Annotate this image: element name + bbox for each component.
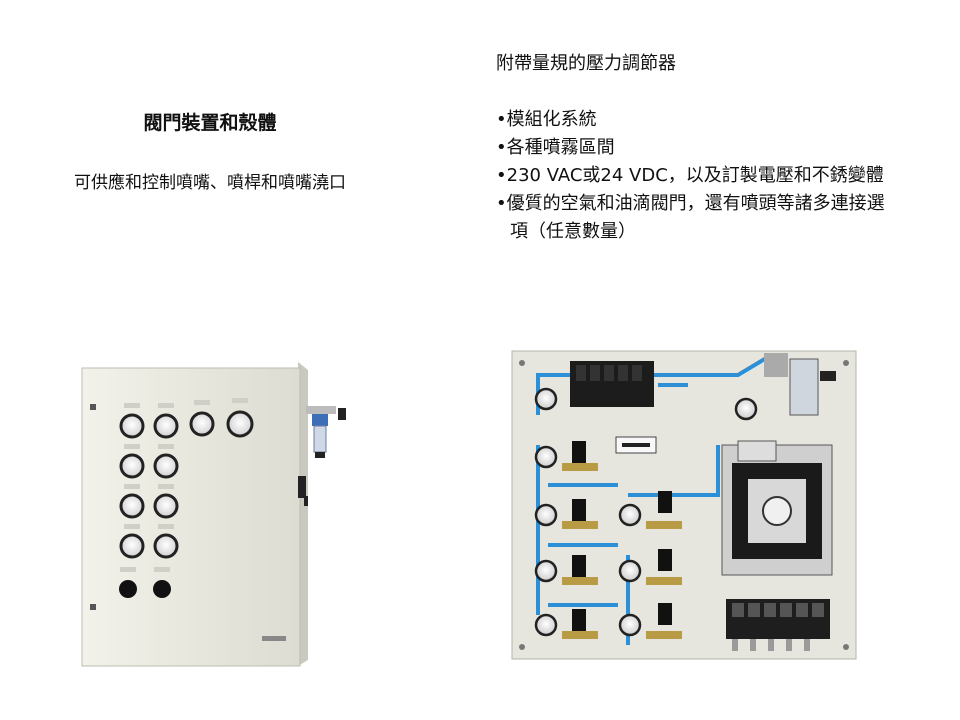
right-caption: 附帶量規的壓力調節器 •模組化系統 •各種噴霧區間 •230 VAC或24 VD… — [496, 50, 896, 246]
valve-housing-title: 閥門裝置和殼體 — [143, 112, 277, 134]
regulator-heading: 附帶量規的壓力調節器 — [496, 53, 676, 74]
enclosure-cabinet-photo — [81, 362, 346, 667]
regulator-panel-photo — [511, 350, 857, 660]
feature-bullet-4: •優質的空氣和油滴閥門，還有噴頭等諸多連接選項（任意數量） — [496, 193, 885, 242]
feature-bullet-3: •230 VAC或24 VDC，以及訂製電壓和不銹變體 — [496, 165, 884, 186]
valve-housing-description: 可供應和控制噴嘴、噴桿和噴嘴澆口 — [74, 173, 346, 193]
feature-bullet-2: •各種噴霧區間 — [496, 137, 615, 158]
feature-bullet-1: •模組化系統 — [496, 109, 597, 130]
left-caption: 閥門裝置和殼體 可供應和控制噴嘴、噴桿和噴嘴澆口 — [40, 108, 380, 196]
